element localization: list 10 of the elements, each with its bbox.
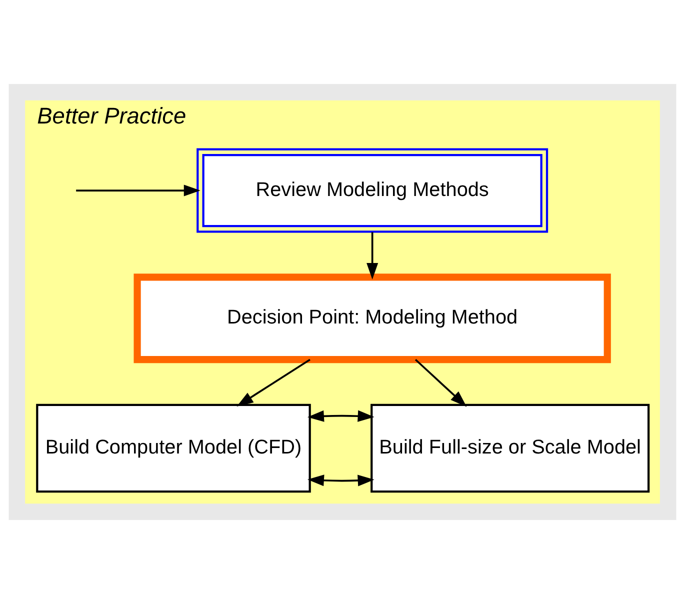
node-box: Build Computer Model (CFD): [36, 404, 311, 493]
arrow: [366, 232, 378, 280]
node-box: Decision Point: Modeling Method: [134, 274, 611, 364]
arrow: [307, 410, 374, 422]
node-box: Build Full-size or Scale Model: [370, 404, 650, 493]
arrow: [236, 358, 310, 406]
arrow: [414, 358, 467, 407]
arrow: [307, 474, 374, 486]
node-box: Review Modeling Methods: [196, 148, 548, 233]
arrow: [76, 184, 200, 196]
